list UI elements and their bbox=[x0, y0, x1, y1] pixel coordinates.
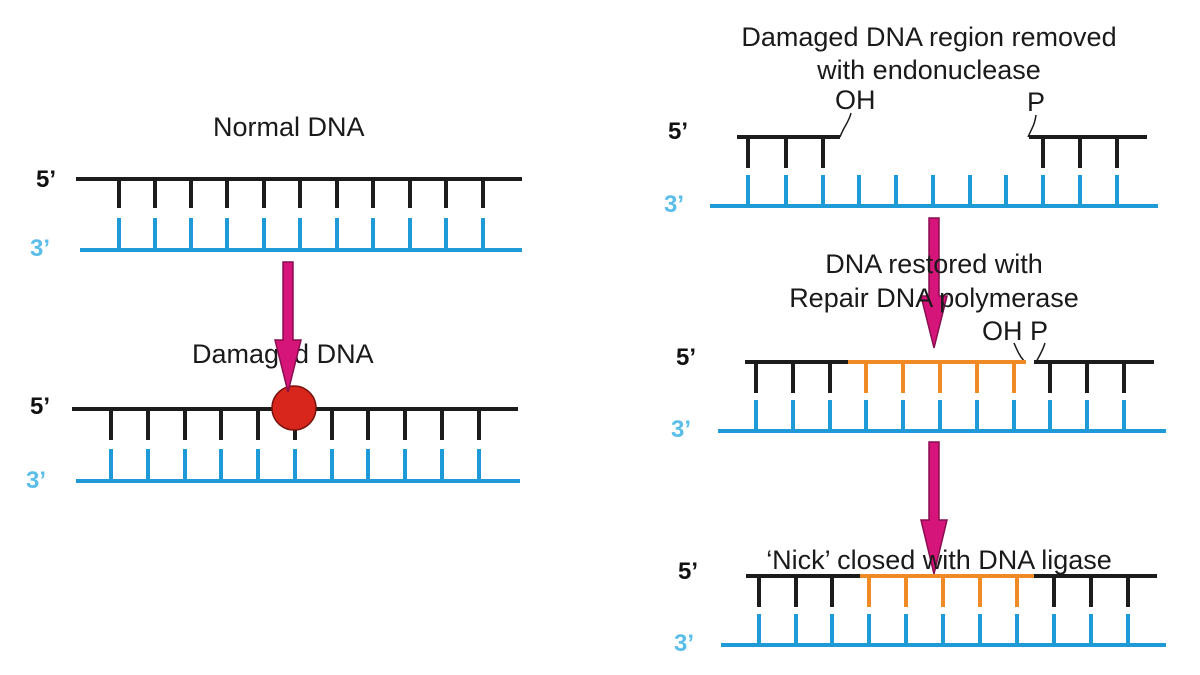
three-prime-label: 3’ bbox=[30, 235, 50, 262]
arrow-down-icon bbox=[920, 441, 948, 575]
excision-label-line2: with endonuclease bbox=[816, 55, 1041, 85]
polymerase-label-line1: DNA restored with bbox=[825, 249, 1043, 279]
five-prime-label: 5’ bbox=[678, 558, 698, 585]
top-base-ticks bbox=[746, 137, 1119, 168]
five-prime-label: 5’ bbox=[30, 393, 50, 420]
damage-lesion-icon bbox=[271, 385, 317, 431]
bottom-base-ticks bbox=[746, 175, 1119, 206]
hydroxyl-end-label: OH bbox=[835, 85, 876, 115]
bottom-base-ticks bbox=[109, 449, 481, 481]
bottom-base-ticks bbox=[754, 400, 1126, 431]
excision-label-line1: Damaged DNA region removed bbox=[741, 22, 1116, 52]
top-base-ticks bbox=[109, 409, 481, 440]
five-prime-label: 5’ bbox=[668, 118, 688, 145]
new-base-ticks bbox=[864, 362, 1016, 393]
top-base-ticks bbox=[757, 576, 1130, 607]
three-prime-label: 3’ bbox=[674, 630, 694, 657]
nick-ends-label: OH P bbox=[982, 316, 1048, 346]
normal-dna-label: Normal DNA bbox=[213, 112, 365, 142]
damaged-dna-panel: Damaged DNA 5’ 3’ bbox=[26, 339, 520, 494]
hydroxyl-leader-line bbox=[1013, 342, 1025, 362]
normal-dna-panel: Normal DNA 5’ 3’ bbox=[30, 112, 522, 262]
top-base-ticks bbox=[117, 179, 485, 208]
top-base-ticks bbox=[754, 362, 1126, 393]
three-prime-label: 3’ bbox=[26, 467, 46, 494]
arrow-down-icon bbox=[920, 217, 948, 349]
five-prime-label: 5’ bbox=[676, 344, 696, 371]
phosphate-end-label: P bbox=[1027, 87, 1045, 117]
bottom-base-ticks bbox=[117, 218, 485, 250]
three-prime-label: 3’ bbox=[671, 416, 691, 443]
phosphate-leader-line bbox=[1027, 114, 1037, 138]
hydroxyl-leader-line bbox=[839, 112, 852, 138]
bottom-base-ticks bbox=[757, 614, 1130, 645]
ligase-label: ‘Nick’ closed with DNA ligase bbox=[766, 545, 1112, 575]
three-prime-label: 3’ bbox=[664, 191, 684, 218]
arrow-down-icon bbox=[274, 261, 302, 393]
new-base-ticks bbox=[867, 576, 1019, 607]
polymerase-label-line2: Repair DNA polymerase bbox=[789, 283, 1079, 313]
excision-panel: Damaged DNA region removed with endonucl… bbox=[664, 22, 1158, 218]
five-prime-label: 5’ bbox=[36, 166, 56, 193]
polymerase-panel: DNA restored with Repair DNA polymerase … bbox=[671, 249, 1166, 443]
ligase-panel: 5’ 3’ ‘Nick’ closed with DNA ligase bbox=[674, 545, 1166, 657]
